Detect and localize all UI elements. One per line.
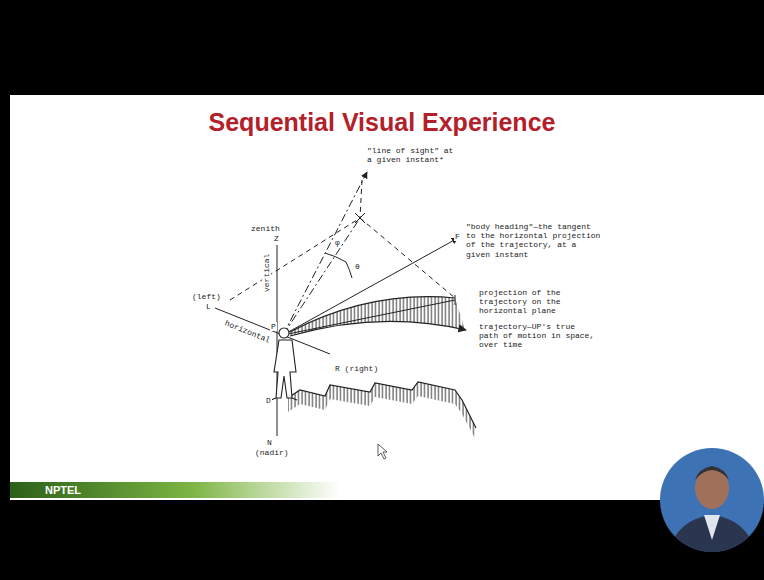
body-heading-note: "body heading"—the tangent to the horizo… <box>465 222 604 259</box>
direction-name: R (right) <box>334 364 379 373</box>
point-letter: D <box>265 396 272 405</box>
point-letter: P <box>270 322 277 331</box>
terrain <box>288 382 476 440</box>
trajectory-note: trajectory—UP's true path of motion in s… <box>478 322 598 350</box>
direction-name: (nadir) <box>254 448 290 457</box>
direction-name: (left) <box>191 292 222 301</box>
axis-name: vertical <box>262 253 271 293</box>
angle-symbol: θ <box>354 262 361 271</box>
line-of-sight-note: "line of sight" at a given instant* <box>366 146 460 164</box>
axis-letter: L <box>205 302 212 311</box>
presenter-video <box>660 448 764 560</box>
person-figure <box>271 328 297 400</box>
mouse-cursor <box>378 444 387 459</box>
brand-bar <box>10 482 340 498</box>
point-letter: F <box>454 232 461 241</box>
slide-title: Sequential Visual Experience <box>0 108 764 137</box>
brand-name: NPTEL <box>44 484 82 497</box>
angle-symbol: φ <box>334 238 341 247</box>
trajectory <box>290 297 466 336</box>
axis-letter: N <box>266 438 273 447</box>
projection-note: projection of the trajectory on the hori… <box>478 288 566 316</box>
axis-letter: Z <box>273 234 280 243</box>
axis-name: zenith <box>250 224 281 233</box>
slide-area <box>10 95 764 500</box>
